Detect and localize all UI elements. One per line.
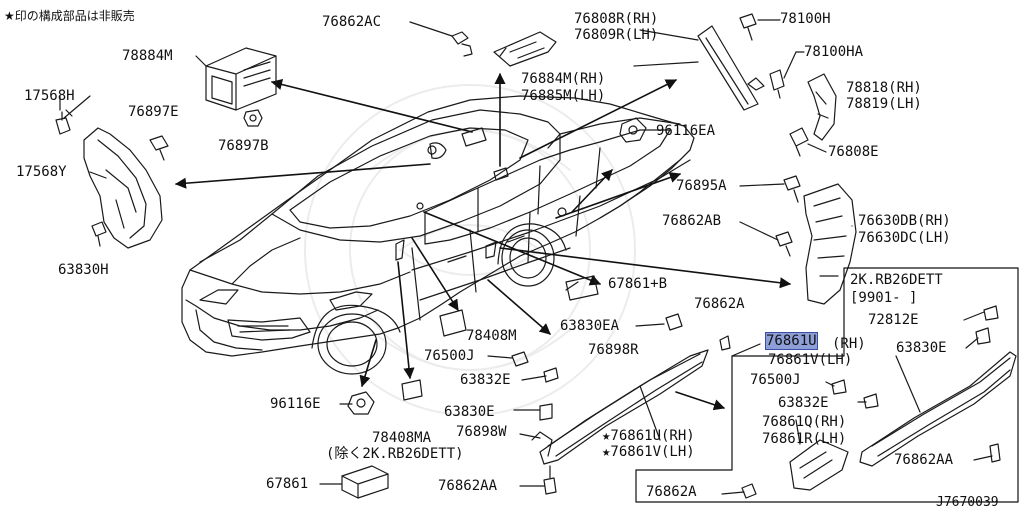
- part-drawings: [56, 14, 1016, 498]
- exclusion-note: (除く2K.RB26DETT): [326, 446, 464, 462]
- variant-box-date: [9901- ]: [850, 290, 918, 306]
- part-label-76898R[interactable]: 76898R: [588, 342, 639, 358]
- part-label-76861Q[interactable]: 76861Q(RH): [762, 414, 847, 430]
- part-label-76500J-right[interactable]: 76500J: [750, 372, 801, 388]
- part-label-76861R[interactable]: 76861R(LH): [762, 431, 847, 447]
- part-label-67861B[interactable]: 67861+B: [608, 276, 668, 292]
- part-label-76861V-star[interactable]: ★76861V(LH): [602, 444, 695, 460]
- part-label-78100H[interactable]: 78100H: [780, 11, 831, 27]
- part-label-76895A[interactable]: 76895A: [676, 178, 727, 194]
- part-label-76861U-side: (RH): [832, 336, 866, 352]
- part-label-76897B[interactable]: 76897B: [218, 138, 269, 154]
- variant-bounding-box: [636, 268, 1018, 502]
- part-label-63830EA[interactable]: 63830EA: [560, 318, 620, 334]
- part-label-76809R[interactable]: 76809R(LH): [574, 27, 659, 43]
- part-label-76861V[interactable]: 76861V(LH): [768, 352, 853, 368]
- part-label-76861U-star[interactable]: ★76861U(RH): [602, 428, 695, 444]
- part-label-76500J-left[interactable]: 76500J: [424, 348, 475, 364]
- part-label-76862AB[interactable]: 76862AB: [662, 213, 722, 229]
- car-body-illustration: [182, 96, 694, 374]
- part-label-78408MA[interactable]: 78408MA: [372, 430, 432, 446]
- watermark-emblem: [305, 85, 635, 415]
- part-label-76630DB[interactable]: 76630DB(RH): [858, 213, 951, 229]
- leader-arrows: [174, 72, 792, 411]
- part-label-63832E-left[interactable]: 63832E: [460, 372, 511, 388]
- part-label-76862A-bottom[interactable]: 76862A: [646, 484, 697, 500]
- part-label-76862A-top[interactable]: 76862A: [694, 296, 745, 312]
- part-label-63830E-left[interactable]: 63830E: [444, 404, 495, 420]
- part-label-17568H[interactable]: 17568H: [24, 88, 75, 104]
- drawing-id: J7670039: [936, 495, 999, 510]
- part-label-76808R[interactable]: 76808R(RH): [574, 11, 659, 27]
- part-label-76862AA-right[interactable]: 76862AA: [894, 452, 954, 468]
- part-label-78819[interactable]: 78819(LH): [846, 96, 922, 112]
- header-note: ★印の構成部品は非販売: [4, 9, 135, 23]
- part-label-17568Y[interactable]: 17568Y: [16, 164, 67, 180]
- part-label-76898W[interactable]: 76898W: [456, 424, 507, 440]
- part-label-78408M[interactable]: 78408M: [466, 328, 517, 344]
- part-label-76884M[interactable]: 76884M(RH): [521, 71, 606, 87]
- part-label-78884M[interactable]: 78884M: [122, 48, 173, 64]
- part-label-63830H[interactable]: 63830H: [58, 262, 109, 278]
- part-label-76808E[interactable]: 76808E: [828, 144, 879, 160]
- part-label-78100HA[interactable]: 78100HA: [804, 44, 864, 60]
- part-label-76897E[interactable]: 76897E: [128, 104, 179, 120]
- part-label-76885M[interactable]: 76885M(LH): [521, 88, 606, 104]
- part-label-78818[interactable]: 78818(RH): [846, 80, 922, 96]
- part-label-96116EA[interactable]: 96116EA: [656, 123, 716, 139]
- part-label-76862AC[interactable]: 76862AC: [322, 14, 382, 30]
- part-label-76861U-highlighted[interactable]: 76861U: [765, 332, 818, 350]
- variant-box-engine: 2K.RB26DETT: [850, 272, 943, 288]
- part-label-67861[interactable]: 67861: [266, 476, 309, 492]
- part-label-63830E-right[interactable]: 63830E: [896, 340, 947, 356]
- part-label-63832E-right[interactable]: 63832E: [778, 395, 829, 411]
- part-label-76630DC[interactable]: 76630DC(LH): [858, 230, 951, 246]
- part-label-96116E[interactable]: 96116E: [270, 396, 321, 412]
- part-label-72812E[interactable]: 72812E: [868, 312, 919, 328]
- part-label-76862AA-left[interactable]: 76862AA: [438, 478, 498, 494]
